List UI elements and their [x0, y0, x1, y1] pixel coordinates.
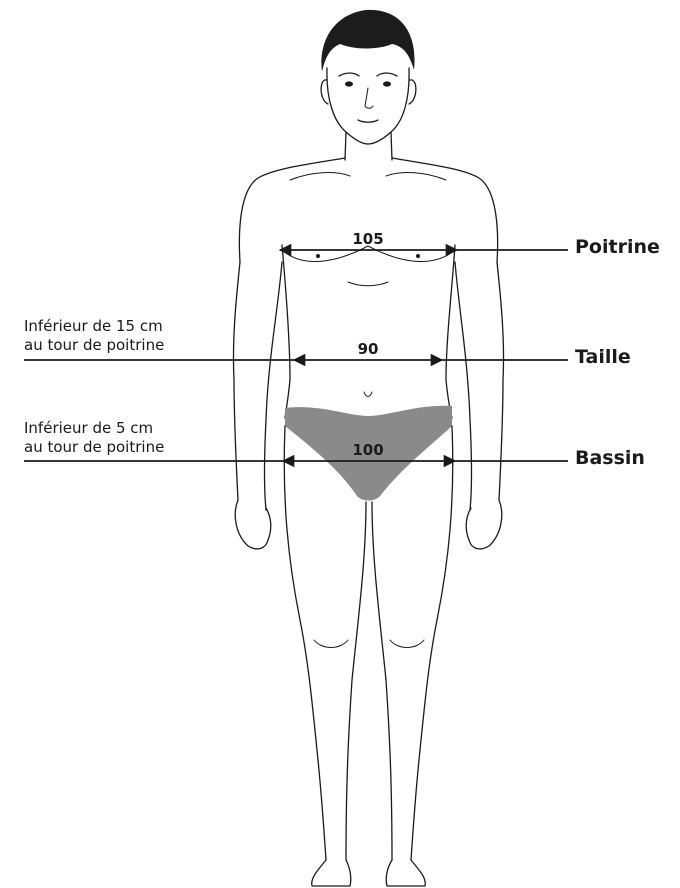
left-eyebrow	[339, 73, 359, 76]
left-nipple	[316, 254, 320, 258]
right-eye	[383, 81, 391, 86]
hair	[321, 10, 414, 72]
waist-label: Taille	[575, 346, 631, 368]
waist-note-line2: au tour de poitrine	[24, 336, 164, 354]
left-foot	[312, 860, 351, 886]
right-hand	[466, 500, 502, 549]
measurement-chest: 105 Poitrine	[280, 230, 660, 258]
mouth	[358, 120, 378, 122]
hips-label: Bassin	[575, 447, 645, 469]
torso-sides	[282, 245, 455, 418]
waist-note-line1: Inférieur de 15 cm	[24, 317, 163, 335]
chest-label: Poitrine	[575, 236, 660, 258]
knees	[314, 640, 424, 648]
hips-note-line2: au tour de poitrine	[24, 438, 164, 456]
nose	[365, 88, 373, 108]
abdomen-line	[348, 282, 388, 286]
right-leg	[372, 426, 453, 860]
left-eye	[345, 81, 353, 86]
left-arm	[233, 262, 282, 510]
right-ear	[409, 80, 416, 104]
right-eyebrow	[377, 73, 397, 76]
waist-value: 90	[358, 340, 379, 358]
right-foot	[386, 860, 425, 886]
measurement-waist: 90 Taille Inférieur de 15 cm au tour de …	[24, 317, 631, 368]
right-nipple	[416, 254, 420, 258]
pectorals	[282, 246, 455, 262]
face	[327, 68, 409, 144]
right-arm	[455, 262, 504, 510]
navel	[364, 392, 372, 397]
hips-value: 100	[352, 441, 383, 459]
chest-value: 105	[352, 230, 383, 248]
collarbones	[290, 173, 446, 180]
hips-note-line1: Inférieur de 5 cm	[24, 419, 153, 437]
